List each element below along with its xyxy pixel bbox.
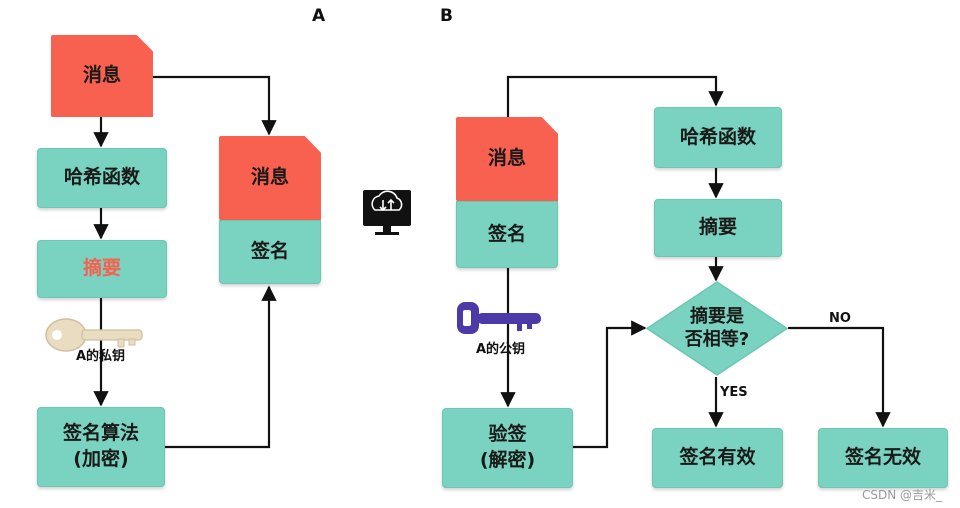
public-key-icon — [457, 302, 541, 334]
verify-box: 验签 (解密) — [442, 408, 573, 488]
message-document-a: 消息 — [51, 35, 153, 117]
hash-function-label-a: 哈希函数 — [63, 166, 140, 189]
decision-label-box: 摘要是 否相等? — [665, 296, 769, 360]
private-key-label: A的私钥 — [76, 349, 126, 364]
public-key-label: A的公钥 — [476, 342, 526, 357]
yes-label: YES — [720, 385, 748, 400]
signature-label-a: 签名 — [250, 240, 289, 263]
signature-valid-label: 签名有效 — [679, 446, 756, 469]
decision-diamond — [645, 281, 789, 376]
signature-invalid-box: 签名无效 — [818, 428, 948, 488]
arrow-verify-to-decision — [573, 320, 647, 449]
signature-box-b: 签名 — [456, 201, 558, 268]
arrow-sign-to-doc — [165, 285, 277, 449]
digest-label-a: 摘要 — [82, 257, 121, 280]
arrow-top-to-hash — [506, 75, 724, 117]
signature-valid-box: 签名有效 — [652, 428, 783, 488]
digest-box-b: 摘要 — [654, 199, 782, 257]
signed-message-a: 消息 — [219, 136, 321, 220]
arrow-decision-to-invalid — [788, 326, 891, 428]
signature-label-b: 签名 — [487, 222, 526, 245]
hash-function-label-b: 哈希函数 — [679, 125, 756, 148]
message-label-a: 消息 — [82, 64, 121, 87]
sign-algorithm-label: 签名算法 (加密) — [62, 422, 139, 470]
watermark: CSDN @吉米_ — [862, 488, 943, 502]
arrow-message-to-doc — [153, 75, 277, 136]
signature-invalid-label: 签名无效 — [844, 446, 921, 469]
digest-label-b: 摘要 — [698, 216, 737, 239]
message-label-b: 消息 — [487, 147, 526, 170]
sign-algorithm-box: 签名算法 (加密) — [37, 407, 165, 487]
decision-label: 摘要是 否相等? — [684, 305, 750, 350]
cloud-monitor-icon — [363, 190, 411, 235]
hash-function-box-a: 哈希函数 — [37, 148, 167, 208]
verify-label: 验签 (解密) — [479, 423, 536, 471]
signed-message-label-a: 消息 — [250, 166, 289, 189]
private-key-icon — [45, 318, 143, 352]
signature-box-a: 签名 — [219, 220, 321, 284]
panel-label-a: A — [312, 6, 326, 26]
message-document-b: 消息 — [456, 117, 558, 201]
panel-label-b: B — [440, 6, 453, 26]
hash-function-box-b: 哈希函数 — [654, 107, 782, 168]
digest-box-a: 摘要 — [37, 240, 167, 298]
no-label: NO — [829, 311, 851, 326]
